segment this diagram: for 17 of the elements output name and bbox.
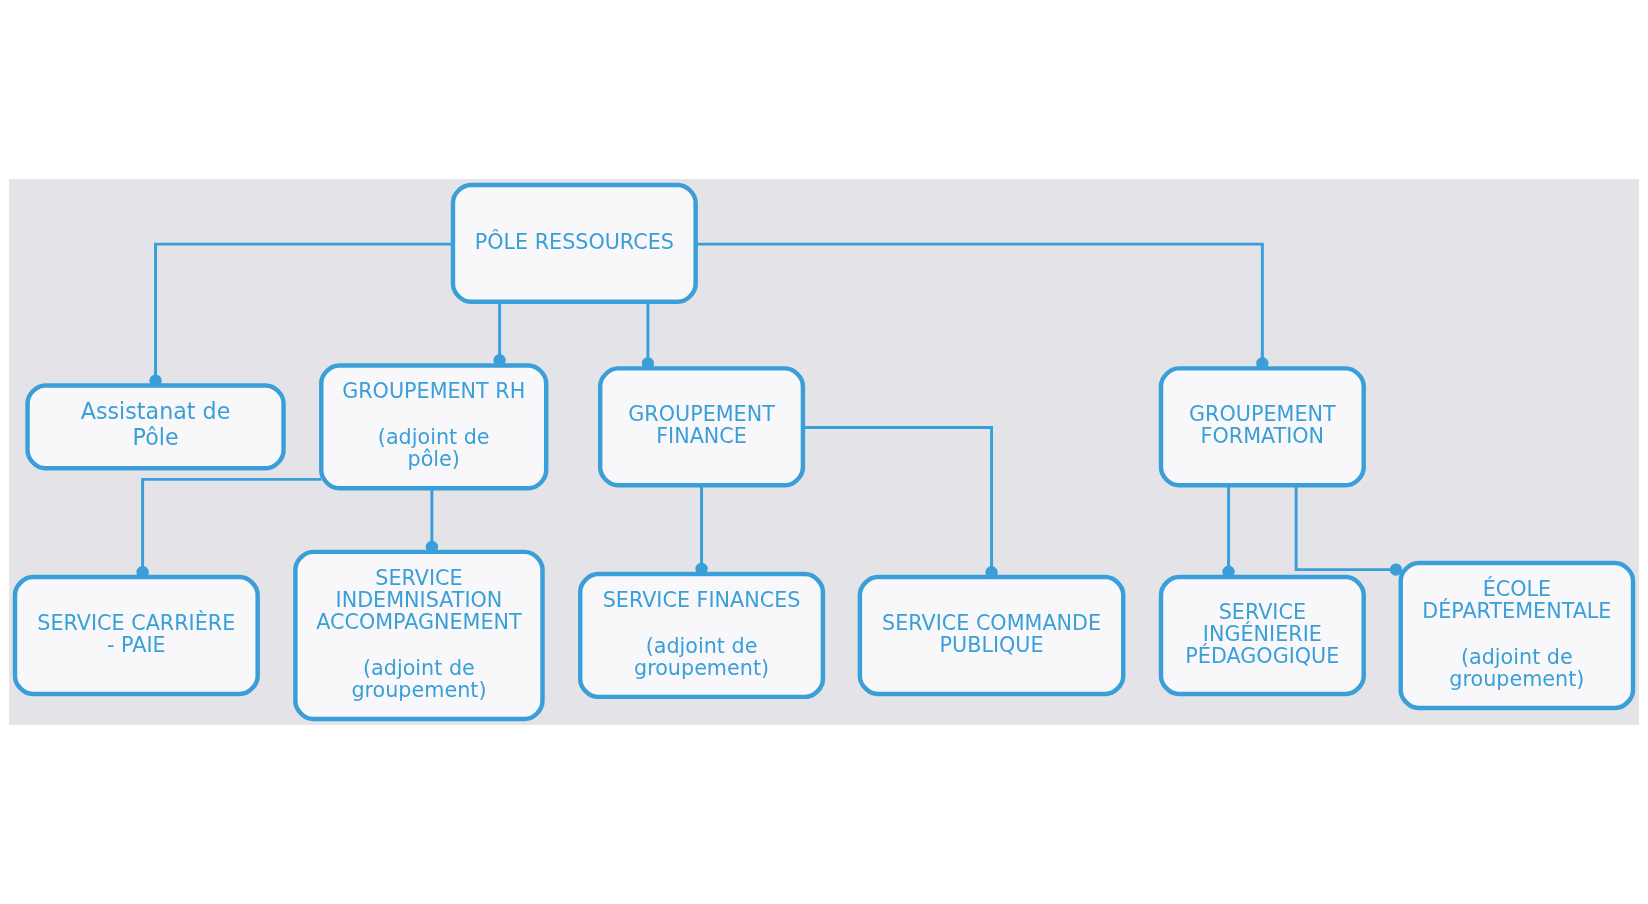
node-box: SERVICE FINANCES (adjoint de groupement) bbox=[578, 571, 826, 700]
node-box: GROUPEMENT FORMATION bbox=[1158, 366, 1366, 488]
node-box: SERVICE INDEMNISATION ACCOMPAGNEMENT (adjoint de groupement) bbox=[293, 549, 545, 722]
node-box: SERVICE INGÉNIERIE PÉDAGOGIQUE bbox=[1158, 574, 1366, 697]
connector bbox=[1294, 485, 1403, 576]
node-box: SERVICE COMMANDE PUBLIQUE bbox=[857, 574, 1126, 697]
connector bbox=[1222, 485, 1235, 578]
node-box: GROUPEMENT FINANCE bbox=[598, 366, 806, 488]
node-box: ÉCOLE DÉPARTEMENTALE (adjoint de groupement) bbox=[1398, 560, 1636, 711]
node-box: Assistanat de Pôle bbox=[25, 383, 286, 471]
connector bbox=[641, 301, 655, 370]
connector bbox=[695, 242, 1269, 370]
node-box: PÔLE RESSOURCES bbox=[450, 182, 698, 305]
connector bbox=[149, 242, 453, 387]
node-box: SERVICE CARRIÈRE - PAIE bbox=[12, 574, 260, 697]
connector bbox=[493, 301, 506, 367]
node-box: GROUPEMENT RH (adjoint de pôle) bbox=[319, 363, 549, 491]
